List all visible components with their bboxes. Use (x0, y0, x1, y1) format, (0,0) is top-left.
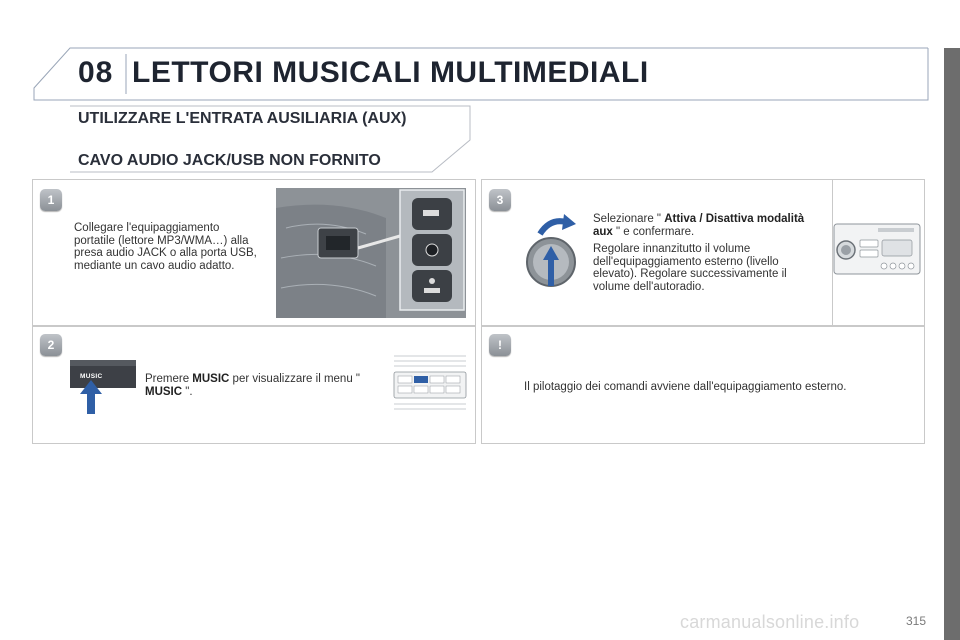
side-thumb-bar (944, 48, 960, 640)
radio-unit-illustration (833, 223, 921, 275)
step-3-badge: 3 (489, 189, 511, 211)
step-3-text1-before: Selezionare " (593, 213, 665, 225)
step-2-text-middle: per visualizzare il menu " (229, 373, 360, 385)
step-2-text: Premere MUSIC per visualizzare il menu "… (145, 373, 385, 398)
step-2-text-before: Premere (145, 373, 193, 385)
rotary-knob-icon (526, 214, 576, 287)
music-button-label: MUSIC (80, 373, 103, 380)
section-subtitle: CAVO AUDIO JACK/USB NON FORNITO (78, 152, 381, 169)
step-2-text-after: ". (182, 385, 193, 398)
step-2-badge: 2 (40, 334, 62, 356)
music-button-illustration (70, 360, 136, 388)
press-arrow-icon (80, 380, 102, 414)
step-2-bold-2: MUSIC (145, 385, 183, 398)
header-frame (33, 47, 929, 101)
console-illustration (276, 188, 466, 318)
step-3-text1-after: " e confermare. (612, 225, 695, 238)
chapter-number: 08 (78, 56, 114, 89)
step-3-text1-bold: Attiva / Disattiva modalità aux (593, 213, 805, 238)
step-1-text: Collegare l'equipaggiamento portatile (l… (74, 222, 257, 272)
section-title: UTILIZZARE L'ENTRATA AUSILIARIA (AUX) (78, 110, 407, 127)
step-3-instruction-1: Selezionare " Attiva / Disattiva modalit… (593, 213, 823, 238)
note-panel (481, 326, 925, 444)
console-photo (276, 188, 466, 318)
note-text: Il pilotaggio dei comandi avviene dall'e… (524, 381, 847, 393)
watermark: carmanualsonline.info (680, 612, 860, 632)
radio-panel-illustration (393, 355, 467, 410)
chapter-title: LETTORI MUSICALI MULTIMEDIALI (132, 56, 649, 89)
section-frame (70, 105, 471, 173)
step-3-instruction-2: Regolare innanzitutto il volume dell'equ… (593, 243, 787, 293)
step-3-divider (832, 179, 833, 326)
step-2-bold-1: MUSIC (192, 373, 230, 385)
page-number: 315 (906, 614, 927, 628)
step-1-badge: 1 (40, 189, 62, 211)
note-badge: ! (489, 334, 511, 356)
